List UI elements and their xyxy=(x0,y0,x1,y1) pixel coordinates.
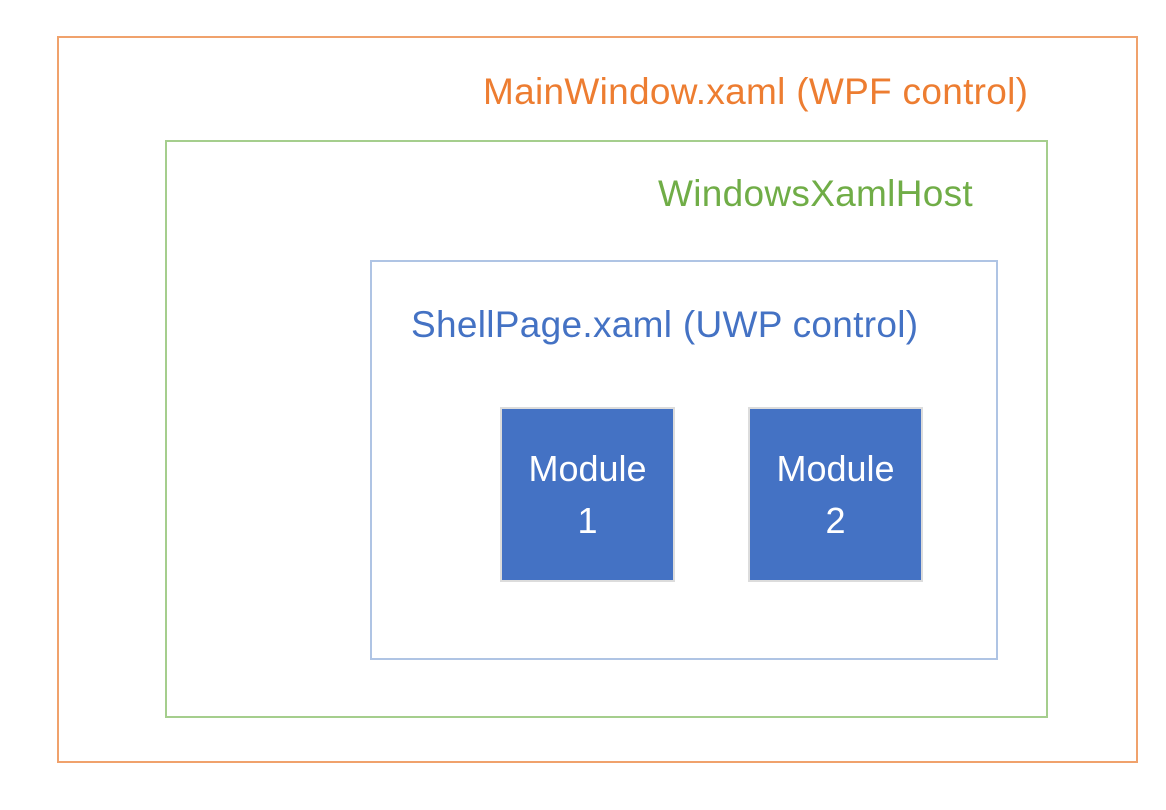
shellpage-uwp-label: ShellPage.xaml (UWP control) xyxy=(411,304,919,345)
module-2-box: Module 2 xyxy=(748,407,923,582)
module-2-label-line1: Module xyxy=(776,447,895,489)
mainwindow-wpf-box xyxy=(57,36,1138,763)
module-1-label-line2: 1 xyxy=(577,499,598,541)
mainwindow-wpf-label: MainWindow.xaml (WPF control) xyxy=(483,71,1029,112)
module-2-label-line2: 2 xyxy=(825,499,846,541)
module-1-label-line1: Module xyxy=(528,447,647,489)
windowsxamlhost-box xyxy=(165,140,1048,718)
windowsxamlhost-label: WindowsXamlHost xyxy=(658,173,973,214)
module-1-box: Module 1 xyxy=(500,407,675,582)
